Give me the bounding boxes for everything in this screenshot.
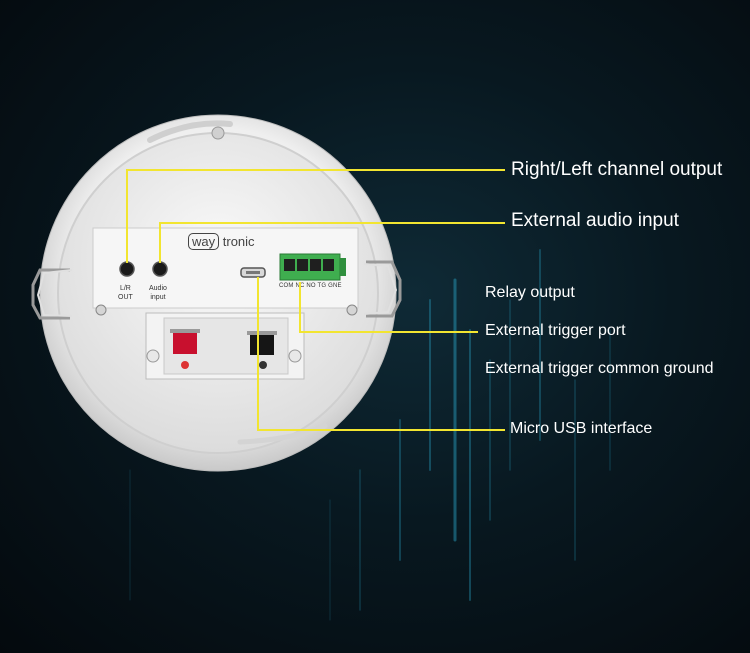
brand-logo-box: way <box>188 233 220 250</box>
top-screw <box>211 126 225 140</box>
audio-input-label: Audio input <box>149 285 167 301</box>
lr-out-label: L/R OUT <box>118 285 133 301</box>
relay-terminal-label: COM NC NO TG GNE <box>279 283 342 289</box>
relay-terminal-block <box>279 253 346 281</box>
callout-external-trigger-port: External trigger port <box>485 322 626 339</box>
callout-relay-output: Relay output <box>485 284 575 301</box>
callout-micro-usb: Micro USB interface <box>510 420 653 437</box>
callout-right-left-output: Right/Left channel output <box>511 159 723 180</box>
black-speaker-terminal <box>250 333 274 355</box>
red-speaker-terminal <box>173 330 197 354</box>
audio-input-jack <box>152 261 168 277</box>
brand-logo-text: tronic <box>222 234 255 249</box>
callout-external-audio-input: External audio input <box>511 210 679 231</box>
brand-logo: way tronic <box>188 233 255 250</box>
callout-trigger-common-ground: External trigger common ground <box>485 360 714 377</box>
lr-out-jack <box>119 261 135 277</box>
left-mounting-clip <box>31 268 73 320</box>
